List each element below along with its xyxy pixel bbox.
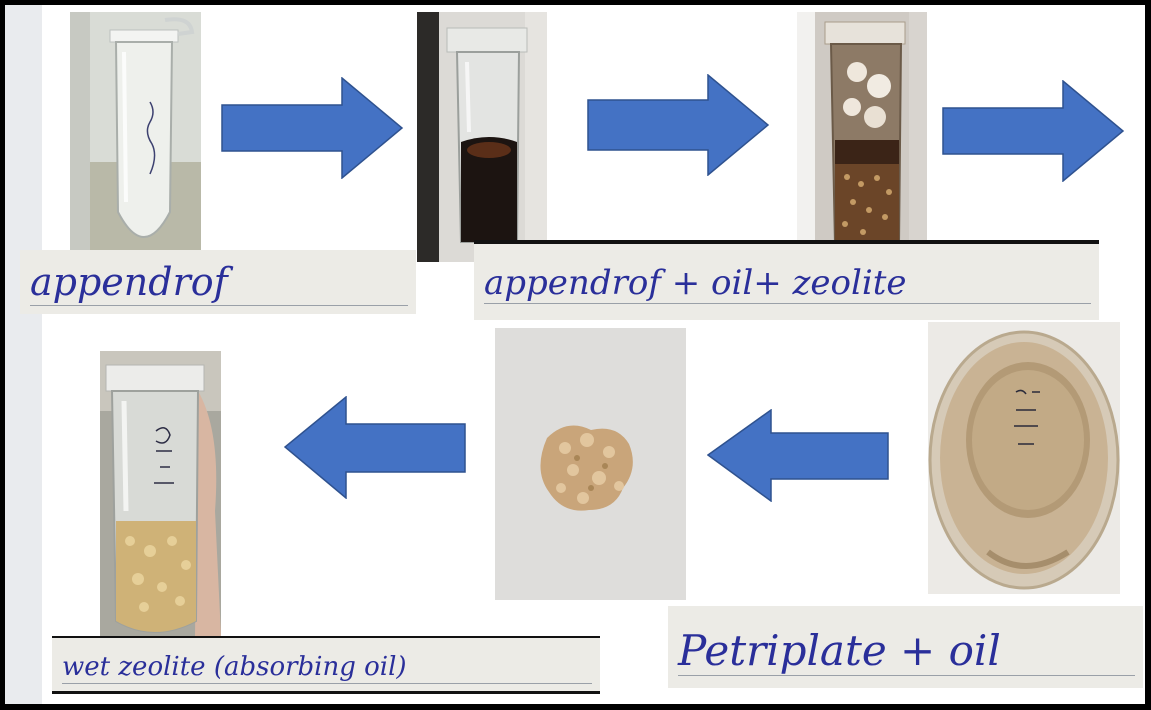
photo-eppendorf-with-oil bbox=[417, 12, 547, 262]
label-top-rule bbox=[52, 636, 600, 638]
label-petriplate-oil-text: Petriplate + oil bbox=[678, 626, 1135, 676]
left-margin-strip bbox=[5, 5, 42, 704]
label-petriplate-oil: Petriplate + oil bbox=[668, 606, 1143, 688]
photo-empty-eppendorf bbox=[70, 12, 201, 252]
label-eppendorf-oil-zeolite: appendrof + oil+ zeolite bbox=[474, 240, 1099, 320]
arrow-right-icon bbox=[942, 80, 1125, 182]
arrow-right-icon bbox=[587, 74, 770, 176]
arrow-right-icon bbox=[221, 77, 404, 179]
label-eppendorf-oil-zeolite-text: appendrof + oil+ zeolite bbox=[484, 263, 1091, 304]
arrow-left-icon bbox=[284, 396, 466, 499]
label-eppendorf: appendrof bbox=[20, 250, 416, 314]
photo-eppendorf-oil-zeolite bbox=[797, 12, 927, 244]
label-wet-zeolite-text: wet zeolite (absorbing oil) bbox=[62, 652, 592, 684]
label-eppendorf-text: appendrof bbox=[30, 261, 408, 306]
arrow-left-icon bbox=[707, 409, 889, 502]
photo-wet-zeolite-tube bbox=[100, 351, 221, 636]
label-wet-zeolite: wet zeolite (absorbing oil) bbox=[52, 636, 600, 694]
label-top-rule bbox=[474, 240, 1099, 244]
label-bottom-rule bbox=[52, 691, 600, 694]
photo-petriplate-oil bbox=[928, 322, 1120, 594]
photo-zeolite-clump bbox=[495, 328, 686, 600]
